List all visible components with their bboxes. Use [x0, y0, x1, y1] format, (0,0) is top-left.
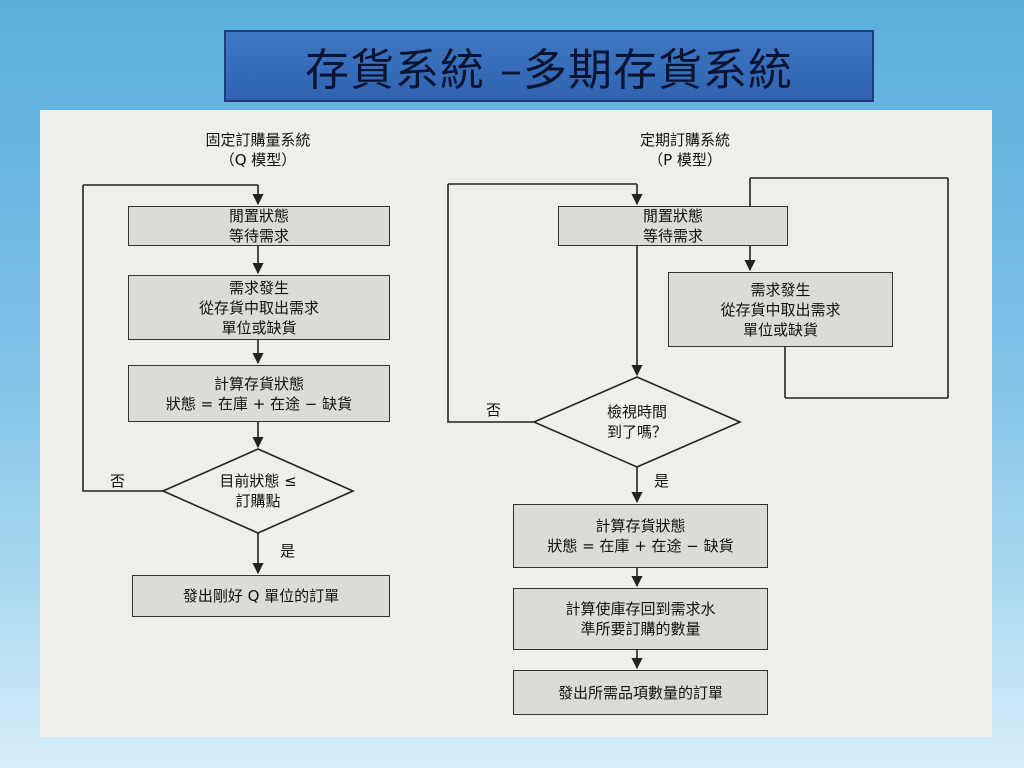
p-compute-line2: 狀態 = 在庫 + 在途 − 缺貨	[547, 537, 734, 555]
p-demand-box: 需求發生 從存貨中取出需求 單位或缺貨	[668, 272, 893, 347]
q-decision-line1: 目前狀態 ≤	[219, 472, 297, 490]
p-quantity-line2: 準所要訂購的數量	[580, 620, 701, 638]
q-yes-label: 是	[280, 542, 296, 560]
p-yes-label: 是	[654, 472, 670, 490]
p-decision-line1: 檢視時間	[606, 403, 667, 421]
flowchart-connectors	[82, 177, 949, 670]
p-quantity-line1: 計算使庫存回到需求水	[565, 600, 716, 618]
p-demand-line2: 從存貨中取出需求	[720, 300, 841, 319]
q-compute-box: 計算存貨狀態 狀態 = 在庫 + 在途 − 缺貨	[128, 365, 390, 422]
q-compute-line2: 狀態 = 在庫 + 在途 − 缺貨	[165, 394, 353, 413]
q-demand-line2: 從存貨中取出需求	[198, 298, 319, 317]
q-no-label: 否	[110, 472, 126, 490]
p-order-box: 發出所需品項數量的訂單	[513, 670, 768, 715]
p-decision-text: 檢視時間 到了嗎？	[567, 400, 707, 444]
p-demand-line3: 單位或缺貨	[742, 320, 818, 339]
q-decision-line2: 訂購點	[235, 492, 281, 510]
q-idle-line2: 等待需求	[228, 227, 289, 245]
q-no-loop	[82, 185, 163, 492]
q-demand-line3: 單位或缺貨	[221, 318, 297, 337]
p-compute-box: 計算存貨狀態 狀態 = 在庫 + 在途 − 缺貨	[513, 504, 768, 568]
p-no-label: 否	[486, 401, 502, 419]
p-order-label: 發出所需品項數量的訂單	[557, 683, 723, 702]
q-header-title: 固定訂購量系統	[205, 131, 311, 149]
q-demand-line1: 需求發生	[228, 278, 289, 297]
q-compute-line1: 計算存貨狀態	[213, 374, 304, 393]
slide-title: 存貨系統 –多期存貨系統	[224, 30, 874, 102]
q-decision-text: 目前狀態 ≤ 訂購點	[188, 469, 328, 513]
p-idle-box: 閒置狀態 等待需求	[558, 206, 788, 246]
q-header-model: （Q 模型）	[219, 151, 297, 169]
q-demand-box: 需求發生 從存貨中取出需求 單位或缺貨	[128, 275, 390, 340]
p-header-title: 定期訂購系統	[639, 131, 730, 149]
p-quantity-box: 計算使庫存回到需求水 準所要訂購的數量	[513, 588, 768, 650]
p-decision-line2: 到了嗎？	[606, 423, 667, 441]
q-idle-box: 閒置狀態 等待需求	[128, 206, 390, 246]
flowchart-scan: 固定訂購量系統 （Q 模型） 閒置狀態 等待需求 需求發生 從存貨中取出需求 單…	[40, 110, 992, 737]
q-order-label: 發出剛好 Q 單位的訂單	[182, 587, 340, 605]
p-no-loop	[447, 184, 534, 423]
p-demand-line1: 需求發生	[750, 280, 811, 299]
q-idle-line1: 閒置狀態	[228, 207, 289, 225]
p-idle-line2: 等待需求	[642, 227, 703, 245]
p-idle-line1: 閒置狀態	[642, 207, 703, 225]
p-header-model: （P 模型）	[648, 151, 722, 169]
q-order-box: 發出剛好 Q 單位的訂單	[132, 575, 390, 617]
p-compute-line1: 計算存貨狀態	[595, 517, 686, 535]
